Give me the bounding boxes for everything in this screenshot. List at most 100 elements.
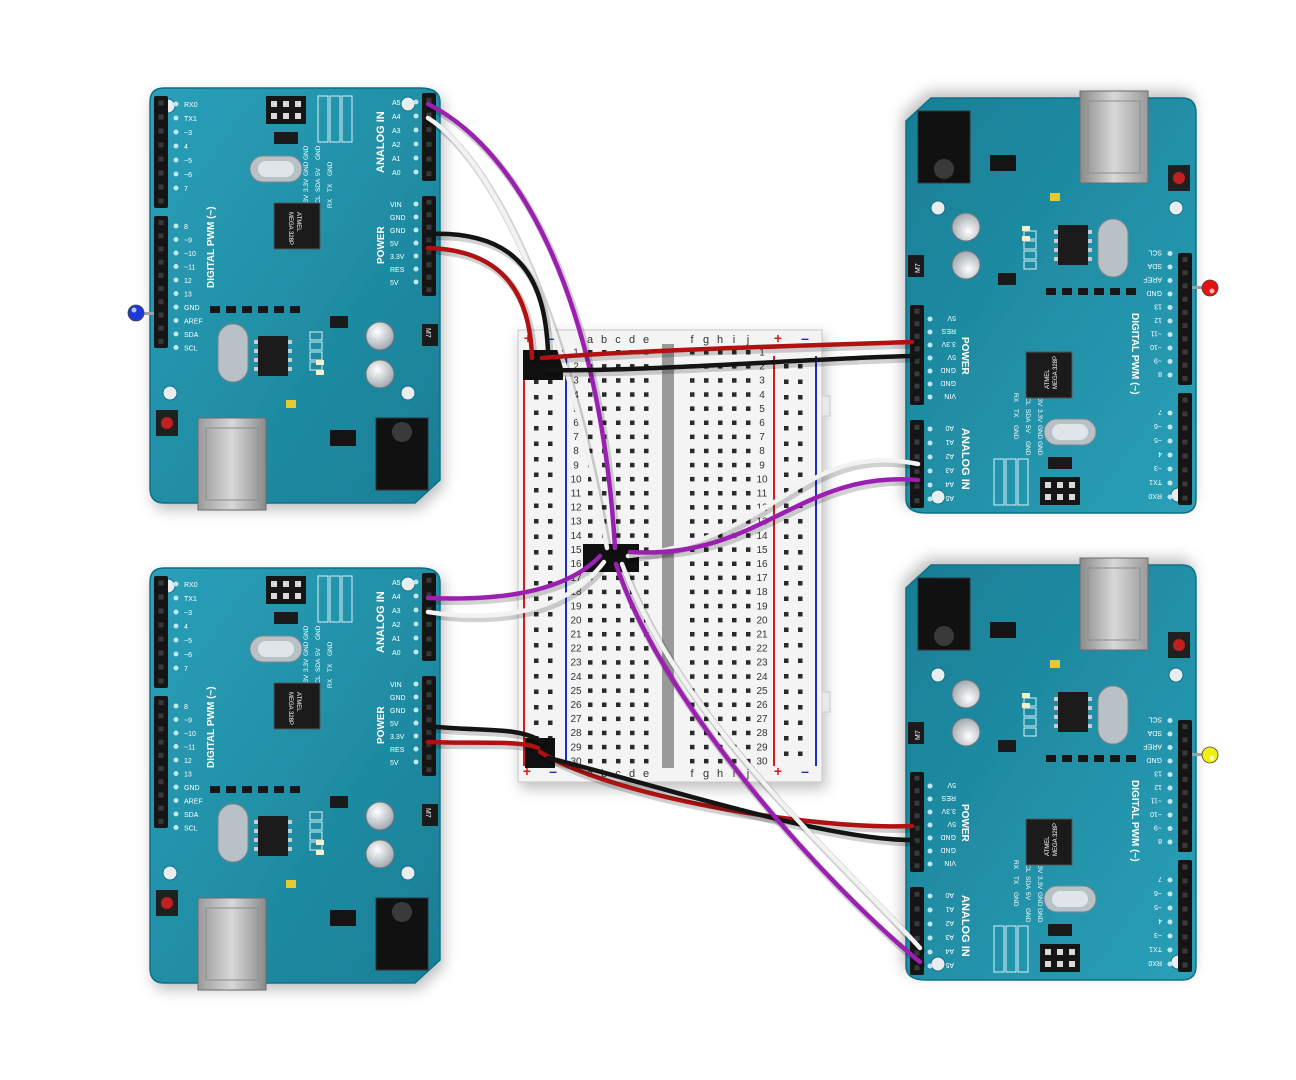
pin-label: ~6 (184, 172, 192, 179)
pin-label: A1 (392, 636, 401, 643)
ic (1058, 692, 1088, 732)
row-label: 11 (571, 489, 582, 500)
pin-label: VIN (390, 682, 402, 689)
mounting-hole (162, 385, 178, 401)
pin-label: 8 (1158, 837, 1162, 844)
pin-label: 3.3V (390, 734, 405, 741)
icsp-label: TX (1012, 409, 1019, 418)
pin-label: VIN (390, 202, 402, 209)
usb-connector (197, 897, 267, 991)
pin-label: TX1 (184, 116, 197, 123)
row-label: 6 (573, 418, 579, 429)
row-label: 24 (756, 672, 768, 683)
icsp-label: SDA (315, 658, 322, 672)
pin-label: VIN (944, 392, 956, 399)
smd-resistor (210, 306, 220, 313)
column-label: g (703, 768, 709, 780)
smd-resistor (1126, 755, 1136, 762)
pin-label: 4 (184, 144, 188, 151)
row-label: 29 (756, 742, 768, 753)
icsp-label: GND (303, 145, 310, 160)
icsp-label: GND (327, 161, 334, 176)
column-label: i (733, 768, 735, 780)
vcc-wire (537, 749, 915, 829)
mcu-label: ATMEL (295, 692, 301, 712)
external-led (1192, 279, 1219, 297)
smd-resistor (274, 306, 284, 313)
arduino-board-2: RX0TX1~34~5~678~9~10~111213GNDAREFSDASCL… (149, 567, 441, 991)
icsp-label: 3.3V (1036, 409, 1043, 423)
rail-symbol: – (549, 330, 557, 346)
pin-label: SDA (184, 812, 199, 819)
row-label: 12 (570, 503, 582, 514)
smd-resistor (1046, 755, 1056, 762)
icsp-label: SDA (315, 178, 322, 192)
row-label: 9 (573, 460, 579, 471)
pin-label: GND (390, 695, 406, 702)
digital-pwm-label: DIGITAL PWM (~) (1129, 780, 1140, 862)
smd-resistor (258, 306, 268, 313)
regulator (274, 132, 298, 144)
smd-resistor (242, 306, 252, 313)
pin-label: ~10 (184, 251, 196, 258)
row-label: 18 (570, 587, 582, 598)
pin-label: SDA (1147, 262, 1162, 269)
pin-label: ~5 (184, 638, 192, 645)
pin-label: GND (1146, 289, 1162, 296)
rail-symbol: + (523, 763, 531, 779)
row-label: 28 (570, 728, 582, 739)
regulator-label: M7 (915, 263, 922, 273)
pin-label: 13 (1154, 303, 1162, 310)
gnd-wire (425, 231, 551, 355)
pin-label: 3.3V (941, 340, 956, 347)
pin-label: ~9 (184, 718, 192, 725)
row-label: 14 (756, 531, 768, 542)
pin-label: ~9 (1154, 824, 1162, 831)
column-label: a (587, 334, 594, 346)
smd-led (316, 360, 324, 365)
capacitor (365, 321, 395, 351)
pin-label: 3.3V (941, 807, 956, 814)
smd-resistor (242, 786, 252, 793)
row-label: 5 (759, 404, 765, 415)
pin-label: RX0 (184, 102, 198, 109)
icsp-label: RX (1012, 393, 1019, 403)
smd-resistor (274, 786, 284, 793)
pin-label: 12 (1154, 316, 1162, 323)
pin-label: 5V (947, 820, 956, 827)
column-label: h (717, 768, 723, 780)
pin-label: A0 (945, 891, 954, 898)
pin-label: ~6 (1154, 889, 1162, 896)
smd-resistor (1094, 288, 1104, 295)
column-label: f (690, 334, 694, 346)
smd-diode (330, 316, 348, 328)
pin-header (1178, 253, 1192, 385)
icsp-label: 3.3V (303, 658, 310, 672)
vcc-wire (539, 339, 915, 361)
pin-label: A3 (945, 933, 954, 940)
pin-label: A2 (392, 142, 401, 149)
power-label: POWER (376, 705, 387, 744)
icsp-label: TX (327, 663, 334, 672)
smd-resistor (1062, 288, 1072, 295)
row-label: 22 (570, 644, 582, 655)
analog-in-label: ANALOG IN (959, 428, 971, 490)
icsp-label: GND (303, 625, 310, 640)
pin-label: GND (940, 833, 956, 840)
column-label: d (629, 334, 635, 346)
smd-led (316, 850, 324, 855)
capacitor (365, 359, 395, 389)
icsp-label: TX (327, 183, 334, 192)
mcu-label: ATMEL (1045, 369, 1051, 389)
smd-resistor (1126, 288, 1136, 295)
pin-label: AREF (1143, 743, 1162, 750)
pin-label: A0 (945, 424, 954, 431)
pin-header (154, 216, 168, 348)
pin-label: A1 (945, 438, 954, 445)
pin-label: A4 (392, 594, 401, 601)
mounting-hole (400, 96, 416, 112)
mcu-chip (273, 202, 321, 250)
pin-label: A2 (945, 919, 954, 926)
sda-wire (613, 561, 923, 965)
pin-label: ~5 (184, 158, 192, 165)
